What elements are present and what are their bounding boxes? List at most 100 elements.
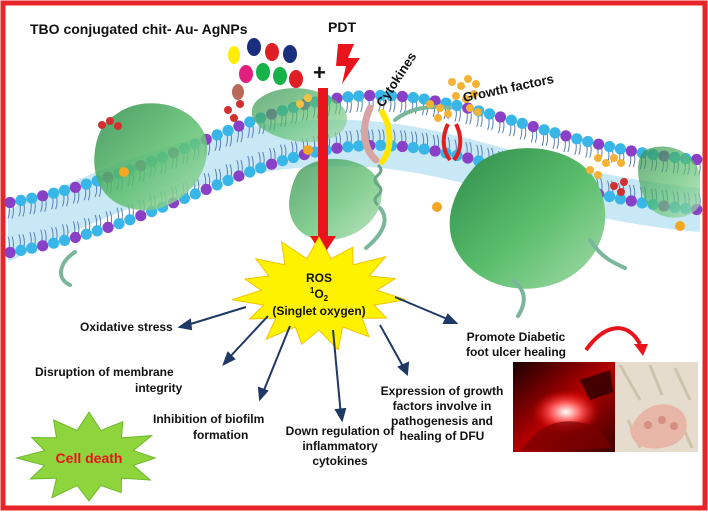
lipid-head — [233, 120, 245, 132]
nanoparticle-green — [273, 67, 287, 85]
lipid-head — [48, 187, 60, 199]
lipid-head — [266, 158, 278, 170]
ros-label: ROS — [306, 271, 332, 285]
effect-membrane-line2: integrity — [135, 381, 183, 395]
lipid-head — [58, 184, 71, 196]
lipid-head — [603, 191, 616, 203]
lipid-head — [593, 138, 605, 150]
red-molecule — [230, 114, 238, 122]
orange-molecule — [675, 221, 685, 231]
lipid-head — [375, 139, 387, 151]
receptors — [361, 104, 463, 207]
arrow-shaft — [318, 88, 328, 238]
effect-biofilm-line1: Inhibition of biofilm — [153, 412, 264, 426]
arrow-to-membrane — [226, 315, 269, 361]
effect-oxidative-stress: Oxidative stress — [80, 320, 173, 334]
effect-cytokines-line1: Down regulation of — [286, 424, 396, 438]
lipid-head — [429, 145, 441, 157]
lipid-head — [364, 89, 376, 102]
lipid-head — [342, 141, 354, 153]
lipid-head — [200, 183, 212, 195]
curved-arrow-head — [634, 344, 648, 356]
lipid-head — [37, 190, 49, 202]
lipid-head — [614, 143, 627, 155]
paw-toe — [644, 421, 652, 429]
lipid-head — [625, 195, 637, 207]
lipid-head — [342, 91, 354, 103]
lipid-head — [37, 240, 49, 252]
outcome-arrows — [177, 296, 459, 423]
singlet-oxygen-name: (Singlet oxygen) — [272, 304, 365, 318]
lipid-head — [222, 124, 234, 137]
red-molecule — [98, 121, 106, 129]
lipid-head — [549, 127, 561, 139]
lipid-head — [48, 237, 60, 249]
nanoparticle-magenta — [239, 65, 253, 83]
arrowhead — [397, 361, 410, 377]
effect-biofilm-line2: formation — [193, 428, 248, 442]
red-molecule — [617, 188, 625, 196]
arrow-to-growth — [379, 324, 406, 371]
orange-molecule — [119, 167, 129, 177]
lightning-bolt-icon — [336, 44, 360, 84]
lipid-head — [113, 218, 125, 230]
singlet-subscript: 2 — [324, 294, 329, 303]
arrowhead — [257, 386, 269, 402]
orange-molecule — [304, 94, 312, 102]
growth-receptor-left — [441, 123, 452, 162]
nanoparticle-title: TBO conjugated chit- Au- AgNPs — [30, 21, 248, 37]
lipid-head — [58, 234, 71, 246]
paw-shape — [630, 404, 687, 449]
singlet-superscript: 1 — [310, 286, 315, 295]
lipid-head — [614, 193, 627, 205]
lipid-head — [80, 228, 92, 240]
lipid-head — [124, 214, 136, 226]
nanoparticle-red — [265, 43, 279, 61]
protein-big-right — [449, 148, 606, 289]
singlet-oxygen-formula: 1O2 — [310, 286, 329, 303]
lipid-head — [603, 141, 616, 153]
lipid-head — [636, 197, 648, 209]
tail-receptor — [393, 104, 452, 122]
photo-red-light-treatment — [513, 362, 616, 452]
lipid-head — [222, 174, 234, 187]
nanoparticle-yellow — [228, 46, 240, 64]
arrow-to-biofilm — [261, 325, 291, 396]
paw-toe — [658, 416, 666, 424]
arrowhead — [222, 351, 236, 367]
lipid-head — [494, 111, 507, 123]
orange-molecule — [303, 145, 313, 155]
protein-far-right — [637, 146, 700, 218]
lipid-head — [15, 194, 27, 206]
photo-paw-healing — [615, 362, 698, 452]
growth-factor-clusters — [426, 75, 625, 179]
red-molecule — [236, 100, 244, 108]
pdt-title: PDT — [328, 19, 356, 35]
arrow-to-cytokines — [332, 329, 342, 417]
lipid-head — [571, 133, 583, 145]
device-outline — [580, 370, 613, 400]
curved-red-arrow — [584, 326, 642, 352]
paw-toe — [670, 422, 678, 430]
arrow-to-oxidative — [183, 306, 247, 327]
arrowhead — [334, 407, 347, 423]
protein-center — [289, 158, 382, 241]
lipid-head — [407, 92, 419, 104]
lipid-head — [276, 155, 289, 167]
orange-molecule — [432, 202, 442, 212]
lipid-head — [69, 231, 81, 243]
fur-texture — [618, 364, 694, 449]
lipid-head — [516, 117, 528, 129]
cytokine-receptor-pink — [361, 104, 380, 164]
effect-membrane-line1: Disruption of membrane — [35, 365, 174, 379]
lipid-head — [538, 124, 550, 136]
effect-cytokines-line3: cytokines — [312, 454, 368, 468]
receptor-helix — [373, 163, 383, 207]
nanoparticle-navy — [283, 45, 297, 63]
effect-healing-line1: Promote Diabetic — [467, 330, 566, 344]
effect-growth-line2: factors involve in — [393, 399, 492, 413]
arrowhead — [442, 313, 459, 324]
lipid-head — [484, 108, 496, 120]
lipid-head — [418, 143, 430, 155]
